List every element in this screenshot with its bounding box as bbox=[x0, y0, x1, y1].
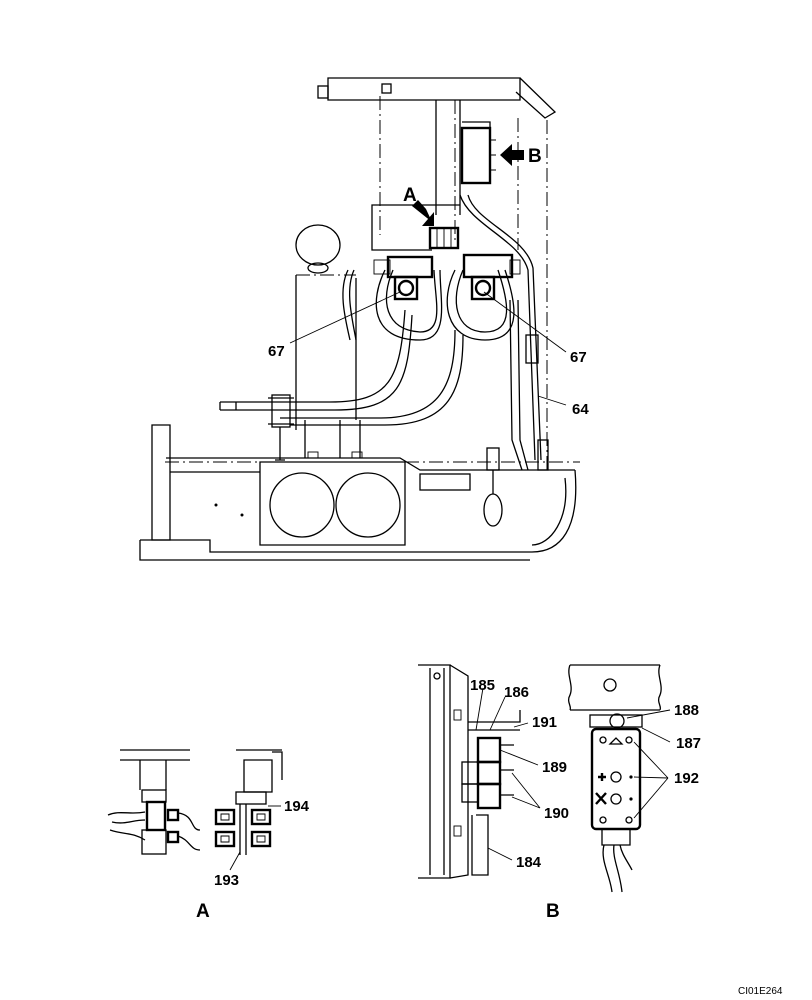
leader-187 bbox=[641, 727, 671, 743]
leader-67-left bbox=[289, 291, 401, 344]
valve-block-left bbox=[373, 255, 434, 301]
detail-b-front-view: 188 187 192 bbox=[567, 664, 701, 893]
base-frame bbox=[139, 420, 580, 561]
switch-box bbox=[460, 121, 496, 185]
leader-184 bbox=[487, 847, 513, 861]
callout-192: 192 bbox=[674, 770, 699, 787]
connector-block bbox=[371, 226, 460, 251]
detail-b-side-view: 185 186 191 189 190 184 B bbox=[418, 664, 569, 922]
leader-67-right bbox=[483, 291, 567, 353]
leader-64 bbox=[537, 395, 567, 406]
accumulator bbox=[295, 224, 357, 430]
callout-191: 191 bbox=[532, 714, 557, 731]
view-arrow-b: B bbox=[500, 144, 542, 167]
leader-189 bbox=[499, 749, 539, 766]
leader-193 bbox=[229, 851, 241, 871]
callout-188: 188 bbox=[674, 702, 699, 719]
frame-upper bbox=[317, 77, 557, 470]
callout-189: 189 bbox=[542, 759, 567, 776]
leader-190 bbox=[511, 772, 541, 809]
callout-190: 190 bbox=[544, 805, 569, 822]
leader-186 bbox=[489, 696, 506, 731]
callout-186: 186 bbox=[504, 684, 529, 701]
callout-64: 64 bbox=[572, 401, 589, 418]
detail-a-caption: A bbox=[196, 901, 210, 922]
leader-185 bbox=[475, 687, 484, 731]
leader-188 bbox=[626, 709, 671, 719]
callout-194: 194 bbox=[284, 798, 310, 815]
callout-184: 184 bbox=[516, 854, 542, 871]
main-assembly-view: A B 67 67 64 bbox=[139, 77, 589, 561]
detail-b-caption: B bbox=[546, 901, 560, 922]
leader-191 bbox=[513, 722, 529, 728]
valve-block-right bbox=[462, 253, 521, 301]
callout-187: 187 bbox=[676, 735, 701, 752]
arrow-b-label: B bbox=[528, 146, 542, 167]
detail-a-view: 194 193 A bbox=[107, 749, 310, 922]
filter-fitting bbox=[419, 439, 549, 527]
arrow-a-label: A bbox=[403, 185, 417, 206]
drawing-code: CI01E264 bbox=[738, 986, 783, 997]
callout-185: 185 bbox=[470, 677, 495, 694]
leader-192 bbox=[633, 741, 669, 819]
callout-193: 193 bbox=[214, 872, 239, 889]
callout-67-left: 67 bbox=[268, 343, 285, 360]
hose-clamp bbox=[219, 394, 294, 461]
hydraulic-hoses bbox=[220, 194, 542, 471]
callout-67-right: 67 bbox=[570, 349, 587, 366]
view-arrow-a: A bbox=[403, 185, 434, 226]
